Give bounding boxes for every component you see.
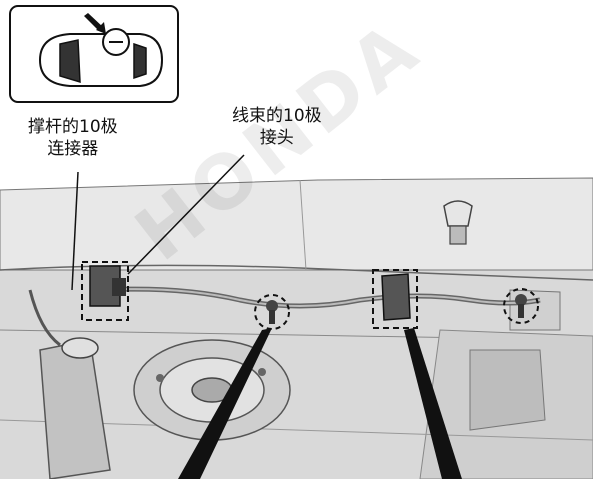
strut-rod [28, 289, 111, 479]
harness-connector [372, 269, 418, 329]
harness-clip-left [254, 294, 290, 330]
body-clip [443, 200, 473, 245]
strut-connector-label: 撑杆的10极 连接器 [28, 116, 118, 160]
harness-connector-label: 线束的10极 接头 [232, 105, 322, 149]
strut-connector-label-line1: 撑杆的10极 [28, 117, 118, 137]
strut-connector-label-line2: 连接器 [47, 139, 99, 159]
harness-connector-label-line1: 线束的10极 [232, 106, 322, 126]
vehicle-locator-inset [9, 5, 179, 103]
leader-lines [71, 154, 245, 291]
detail-pointers [178, 328, 462, 479]
wiring-harness [99, 286, 541, 309]
harness-clip-right [503, 288, 539, 324]
strut-connector [81, 261, 129, 321]
harness-connector-label-line2: 接头 [259, 128, 294, 148]
